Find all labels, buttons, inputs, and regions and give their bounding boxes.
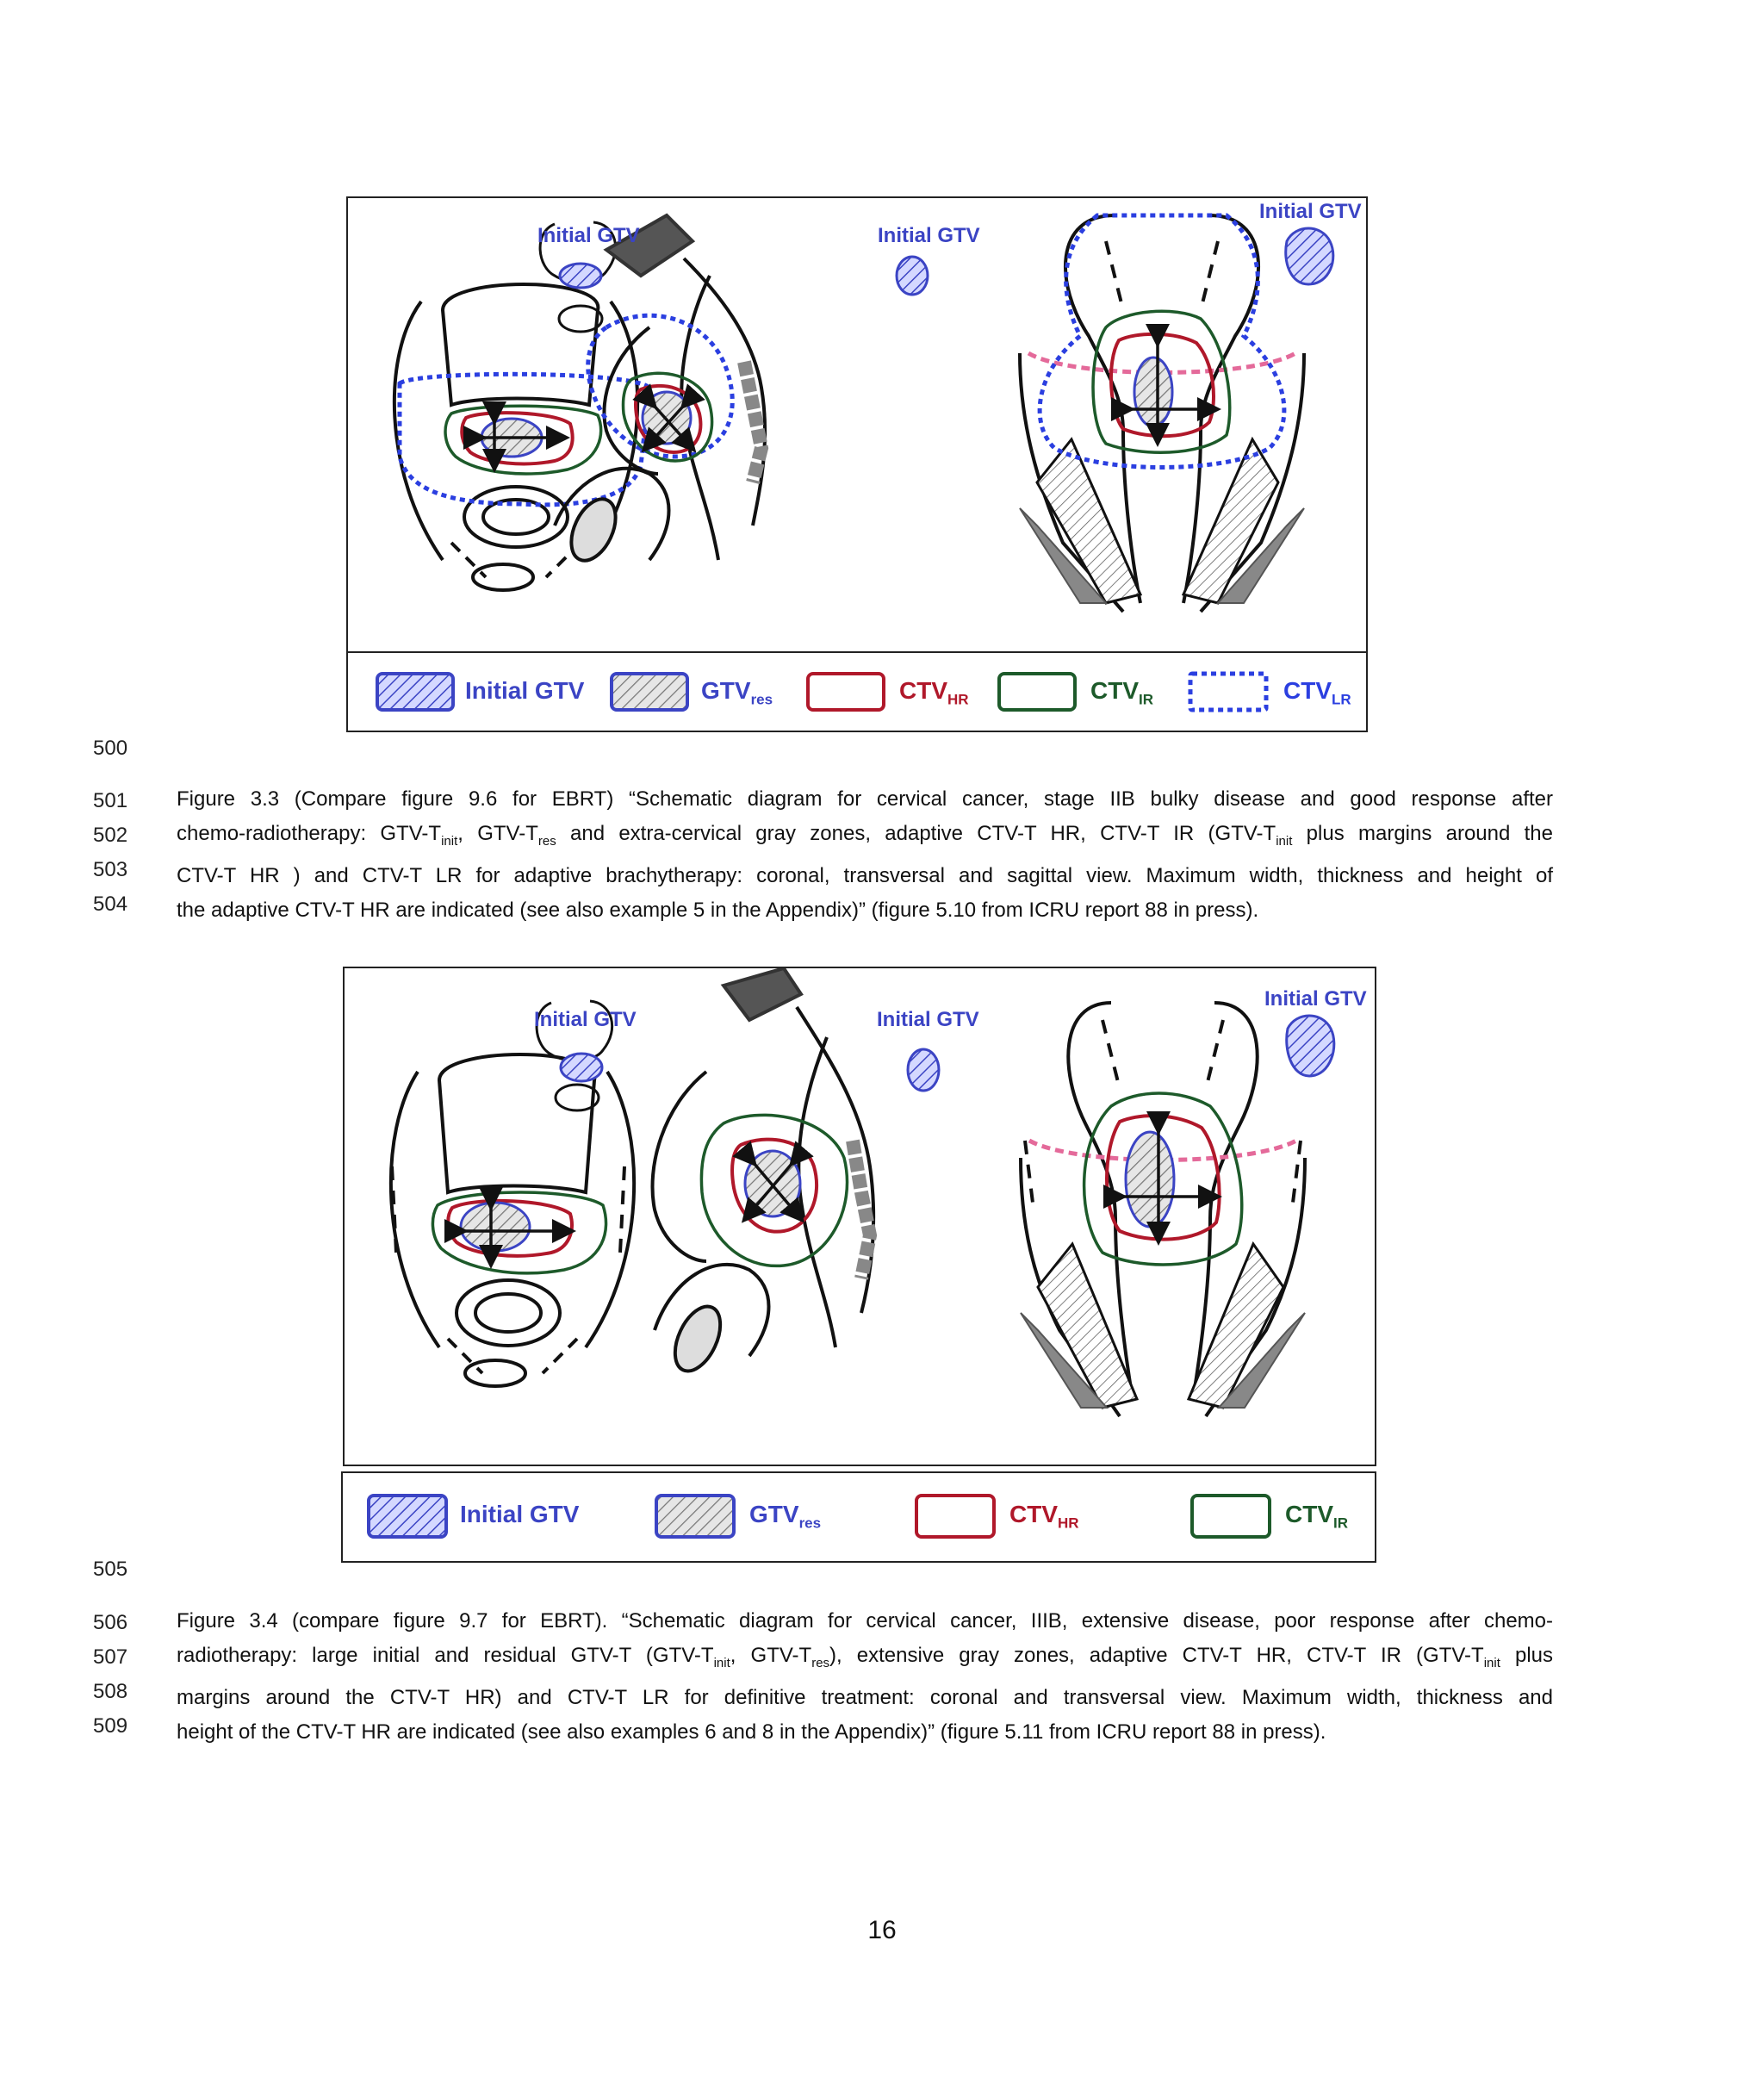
caption-line: radiotherapy: large initial and residual… — [177, 1644, 1554, 1670]
figure-3-3-legend: Initial GTV GTVres CTVHR CTVIR CTVLR — [346, 651, 1368, 732]
panel-label-coronal: Initial GTV — [534, 1008, 637, 1031]
legend-label-gtv-res: GTVres — [749, 1501, 822, 1532]
dimension-arrows-sagittal — [732, 1141, 814, 1223]
line-number: 506 — [93, 1611, 128, 1634]
panel-label-sagittal: Initial GTV — [877, 1008, 979, 1031]
right-pelvic-wall — [1216, 1312, 1306, 1409]
caption-line: Figure 3.4 (compare figure 9.7 for EBRT)… — [177, 1609, 1553, 1633]
figure-3-3-diagram: Initial GTV Initial GTV Initial GTV — [346, 196, 1368, 655]
line-number-500: 500 — [93, 737, 128, 760]
line-number: 508 — [93, 1680, 128, 1703]
caption-line: CTV-T HR ) and CTV-T LR for adaptive bra… — [177, 863, 1553, 887]
legend-label-initial-gtv: Initial GTV — [460, 1501, 580, 1527]
dimension-arrows-coronal — [463, 401, 570, 473]
line-number: 504 — [93, 893, 128, 916]
legend-swatch-ctv-ir — [997, 672, 1077, 712]
legend-swatch-initial-gtv — [367, 1494, 448, 1539]
legend-label-ctv-ir: CTVIR — [1285, 1501, 1348, 1532]
legend-swatch-initial-gtv — [376, 672, 455, 712]
caption-line: chemo-radiotherapy: GTV-Tinit, GTV-Tres … — [177, 822, 1553, 849]
legend-label-ctv-hr: CTVHR — [899, 677, 969, 708]
dimension-arrows-transversal — [1103, 1111, 1222, 1246]
ctv-ir-outline-coronal — [444, 404, 603, 476]
ctv-ir-outline-coronal — [431, 1191, 608, 1275]
legend-label-gtv-res: GTVres — [701, 677, 773, 708]
line-number: 507 — [93, 1645, 128, 1669]
sagittal-view — [553, 213, 769, 563]
dimension-arrows-transversal — [1111, 324, 1221, 447]
initial-gtv-sagittal-inset — [895, 255, 929, 296]
ctv-lr-outline-transversal — [1037, 213, 1287, 470]
initial-gtv-coronal-inset — [558, 262, 603, 289]
figure-3-3-drawing — [392, 213, 1335, 613]
legend-swatch-ctv-hr — [915, 1494, 996, 1539]
caption-line: height of the CTV-T HR are indicated (se… — [177, 1720, 1326, 1744]
left-pelvic-wall — [1020, 1312, 1109, 1409]
figure-3-4-legend: Initial GTV GTVres CTVHR CTVIR — [341, 1471, 1376, 1563]
caption-line: margins around the CTV-T HR) and CTV-T L… — [177, 1685, 1553, 1709]
legend-swatch-ctv-ir — [1190, 1494, 1271, 1539]
legend-label-ctv-ir: CTVIR — [1090, 677, 1153, 708]
panel-label-coronal: Initial GTV — [537, 224, 640, 247]
figure-3-3-legend-swatches — [376, 671, 1269, 712]
ctv-ir-outline-transversal — [1082, 1092, 1244, 1266]
initial-gtv-sagittal-inset — [906, 1048, 941, 1092]
ctv-ir-outline-transversal — [1091, 309, 1232, 454]
legend-swatch-ctv-lr — [1188, 671, 1269, 712]
coronal-view — [388, 999, 637, 1388]
figure-3-3-caption: Figure 3.3 (Compare figure 9.6 for EBRT)… — [177, 782, 1553, 928]
dimension-arrows-sagittal — [632, 383, 705, 453]
figure-3-4-diagram: Initial GTV Initial GTV Initial GTV — [343, 967, 1376, 1466]
legend-swatch-gtv-res — [610, 672, 689, 712]
legend-swatch-ctv-hr — [806, 672, 885, 712]
figure-3-4-legend-swatches — [367, 1494, 1271, 1539]
figure-3-4-drawing — [388, 968, 1336, 1418]
legend-label-ctv-hr: CTVHR — [1009, 1501, 1079, 1532]
dimension-arrows-coronal — [444, 1187, 576, 1269]
line-number: 501 — [93, 789, 128, 812]
ctv-lr-outline-coronal — [397, 371, 652, 507]
ctv-ir-outline-sagittal — [621, 371, 714, 463]
line-number: 509 — [93, 1714, 128, 1738]
initial-gtv-coronal-inset — [559, 1052, 604, 1083]
right-pelvic-wall — [1215, 507, 1305, 604]
ctv-lr-outline-sagittal — [586, 313, 735, 459]
panel-label-transversal: Initial GTV — [1259, 200, 1362, 223]
gtv-res-transversal — [1133, 356, 1174, 428]
panel-label-transversal: Initial GTV — [1264, 987, 1367, 1011]
legend-label-initial-gtv: Initial GTV — [465, 677, 585, 704]
page-number: 16 — [867, 1916, 897, 1944]
left-pelvic-wall — [1019, 507, 1109, 604]
caption-line: the adaptive CTV-T HR are indicated (see… — [177, 898, 1259, 922]
line-number: 502 — [93, 824, 128, 847]
gtv-res-coronal — [459, 1201, 531, 1253]
ctv-ir-outline-sagittal — [699, 1113, 849, 1268]
initial-gtv-transversal-inset — [1284, 227, 1335, 286]
panel-label-sagittal: Initial GTV — [878, 224, 980, 247]
caption-line: Figure 3.3 (Compare figure 9.6 for EBRT)… — [177, 787, 1553, 811]
initial-gtv-transversal-inset — [1285, 1014, 1336, 1078]
legend-swatch-gtv-res — [655, 1494, 736, 1539]
gtv-res-transversal — [1124, 1130, 1176, 1228]
line-number-505: 505 — [93, 1558, 128, 1581]
line-number: 503 — [93, 858, 128, 881]
legend-label-ctv-lr: CTVLR — [1283, 677, 1351, 708]
figure-3-4-caption: Figure 3.4 (compare figure 9.7 for EBRT)… — [177, 1604, 1553, 1750]
